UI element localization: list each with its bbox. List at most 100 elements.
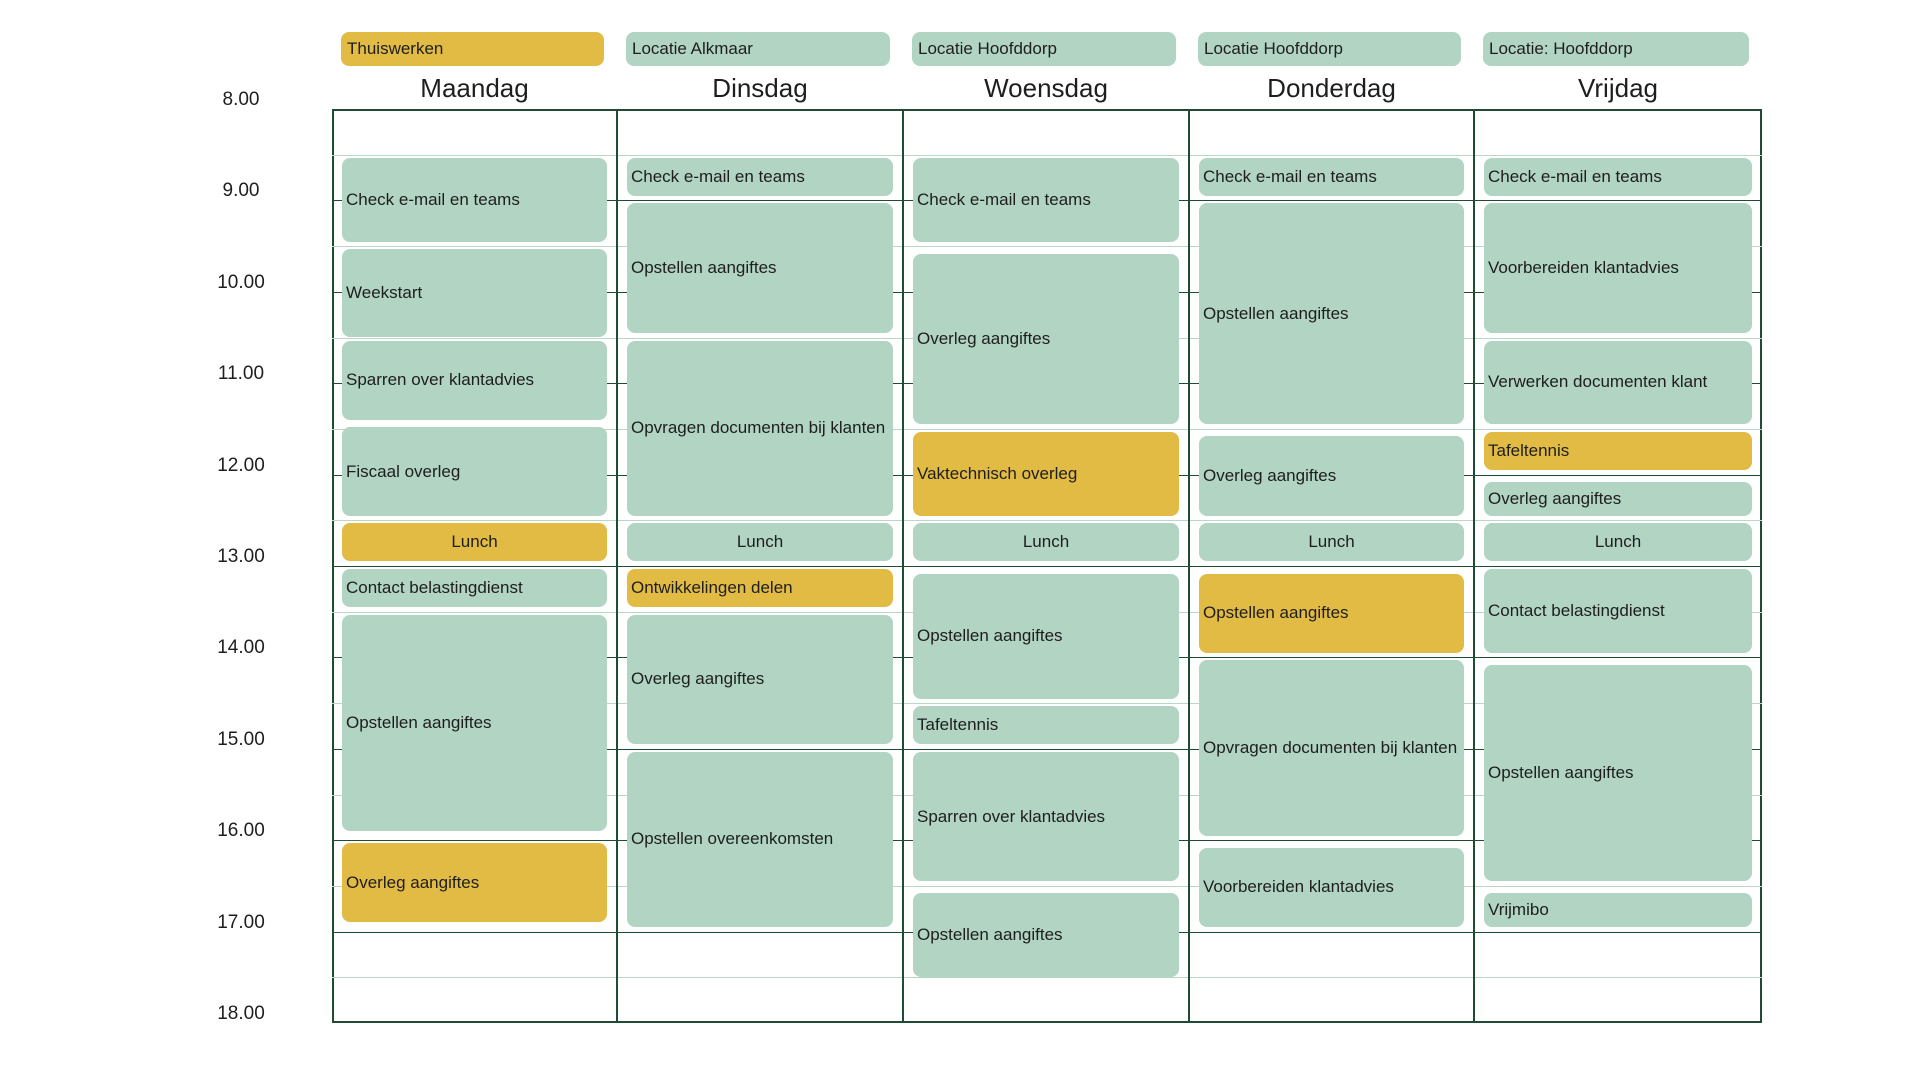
- event-block[interactable]: Overleg aangiftes: [1199, 436, 1464, 516]
- lunch-block[interactable]: Lunch: [627, 523, 893, 562]
- location-badge: Thuiswerken: [341, 32, 604, 66]
- event-block[interactable]: Check e-mail en teams: [913, 157, 1179, 242]
- event-block[interactable]: Opstellen aangiftes: [1199, 203, 1464, 425]
- event-label: Check e-mail en teams: [917, 189, 1091, 209]
- event-block[interactable]: Opstellen aangiftes: [913, 573, 1179, 699]
- day-divider: [1473, 109, 1475, 1023]
- event-label: Check e-mail en teams: [631, 166, 805, 186]
- time-label: 9.00: [222, 180, 260, 202]
- event-label: Opstellen aangiftes: [1203, 603, 1349, 623]
- event-block[interactable]: Tafeltennis: [913, 706, 1179, 745]
- event-label: Sparren over klantadvies: [917, 806, 1106, 826]
- event-block[interactable]: Check e-mail en teams: [1199, 157, 1464, 196]
- event-label: Opstellen aangiftes: [917, 925, 1063, 945]
- event-label: Contact belastingdienst: [1488, 600, 1665, 620]
- half-hour-line: [332, 428, 1762, 430]
- event-block[interactable]: Contact belastingdienst: [342, 569, 607, 608]
- event-block[interactable]: Voorbereiden klantadvies: [1484, 203, 1752, 333]
- day-header: Dinsdag: [712, 73, 808, 103]
- event-label: Opstellen aangiftes: [917, 626, 1063, 646]
- time-label: 8.00: [222, 89, 260, 110]
- time-label: 10.00: [217, 271, 265, 293]
- half-hour-line: [332, 246, 1762, 248]
- event-block[interactable]: Check e-mail en teams: [342, 157, 607, 242]
- location-badge: Locatie Hoofddorp: [912, 32, 1176, 66]
- event-label: Opvragen documenten bij klanten: [631, 418, 886, 438]
- event-label: Voorbereiden klantadvies: [1488, 258, 1679, 278]
- day-header: Maandag: [420, 73, 529, 103]
- hour-line: [332, 748, 1762, 750]
- event-label: Lunch: [1022, 532, 1070, 552]
- event-label: Check e-mail en teams: [1203, 166, 1377, 186]
- time-label: 16.00: [217, 820, 265, 842]
- time-label: 17.00: [217, 911, 265, 933]
- event-label: Opstellen aangiftes: [631, 258, 777, 278]
- event-label: Vaktechnisch overleg: [917, 463, 1078, 483]
- event-block[interactable]: Vrijmibo: [1484, 893, 1752, 928]
- hour-line: [332, 566, 1762, 567]
- event-label: Overleg aangiftes: [1488, 488, 1622, 508]
- event-block[interactable]: Sparren over klantadvies: [913, 751, 1179, 882]
- event-block[interactable]: Check e-mail en teams: [627, 157, 893, 196]
- day-divider: [1188, 109, 1190, 1023]
- location-badge: Locatie Hoofddorp: [1198, 32, 1461, 66]
- event-block[interactable]: Overleg aangiftes: [913, 253, 1179, 425]
- half-hour-line: [332, 885, 1762, 887]
- event-block[interactable]: Opstellen aangiftes: [913, 893, 1179, 978]
- event-block[interactable]: Opstellen overeenkomsten: [627, 751, 893, 928]
- event-label: Lunch: [736, 532, 784, 552]
- event-label: Tafeltennis: [917, 715, 999, 735]
- event-block[interactable]: Opstellen aangiftes: [342, 614, 607, 832]
- half-hour-line: [332, 154, 1762, 156]
- event-label: Opvragen documenten bij klanten: [1203, 738, 1458, 757]
- event-block[interactable]: Ontwikkelingen delen: [627, 569, 893, 608]
- event-label: Lunch: [451, 532, 498, 552]
- day-divider: [616, 109, 618, 1023]
- event-block[interactable]: Check e-mail en teams: [1484, 157, 1752, 196]
- event-label: Overleg aangiftes: [917, 328, 1051, 348]
- event-label: Opstellen aangiftes: [1203, 303, 1349, 323]
- event-label: Sparren over klantadvies: [346, 370, 535, 390]
- event-block[interactable]: Overleg aangiftes: [627, 614, 893, 745]
- event-block[interactable]: Voorbereiden klantadvies: [1199, 847, 1464, 928]
- lunch-block[interactable]: Lunch: [1484, 523, 1752, 562]
- event-block[interactable]: Overleg aangiftes: [1484, 482, 1752, 516]
- event-block[interactable]: Opstellen aangiftes: [1484, 664, 1752, 882]
- event-block[interactable]: Opvragen documenten bij klanten: [1199, 660, 1464, 836]
- lunch-block[interactable]: Lunch: [342, 523, 607, 562]
- event-block[interactable]: Opstellen aangiftes: [627, 203, 893, 333]
- event-label: Opstellen aangiftes: [1488, 763, 1634, 783]
- lunch-block[interactable]: Lunch: [1199, 523, 1464, 562]
- event-label: Opstellen aangiftes: [346, 712, 492, 732]
- event-block[interactable]: Contact belastingdienst: [1484, 569, 1752, 653]
- day-divider: [902, 109, 904, 1023]
- event-label: Check e-mail en teams: [346, 189, 520, 209]
- event-block[interactable]: Tafeltennis: [1484, 431, 1752, 471]
- event-label: Overleg aangiftes: [631, 669, 765, 689]
- event-block[interactable]: Opstellen aangiftes: [1199, 573, 1464, 653]
- time-label: 15.00: [217, 728, 265, 750]
- event-label: Weekstart: [346, 283, 423, 303]
- event-label: Overleg aangiftes: [1203, 466, 1337, 486]
- event-label: Contact belastingdienst: [346, 578, 523, 598]
- event-block[interactable]: Weekstart: [342, 249, 607, 338]
- location-badge: Locatie: Hoofddorp: [1483, 32, 1749, 66]
- lunch-block[interactable]: Lunch: [913, 523, 1179, 562]
- event-block[interactable]: Overleg aangiftes: [342, 843, 607, 923]
- event-label: Check e-mail en teams: [1488, 166, 1662, 186]
- time-label: 12.00: [217, 454, 265, 476]
- event-block[interactable]: Vaktechnisch overleg: [913, 431, 1179, 516]
- half-hour-line: [332, 977, 1762, 979]
- event-label: Opstellen overeenkomsten: [631, 829, 834, 849]
- day-header: Vrijdag: [1578, 73, 1658, 103]
- event-block[interactable]: Sparren over klantadvies: [342, 340, 607, 420]
- event-block[interactable]: Fiscaal overleg: [342, 427, 607, 516]
- event-label: Tafeltennis: [1488, 440, 1570, 460]
- time-label: 14.00: [217, 637, 265, 659]
- event-label: Lunch: [1594, 532, 1642, 552]
- event-label: Vrijmibo: [1488, 900, 1549, 920]
- half-hour-line: [332, 520, 1762, 522]
- event-label: Voorbereiden klantadvies: [1203, 877, 1394, 897]
- event-block[interactable]: Opvragen documenten bij klanten: [627, 340, 893, 516]
- event-block[interactable]: Verwerken documenten klant: [1484, 340, 1752, 425]
